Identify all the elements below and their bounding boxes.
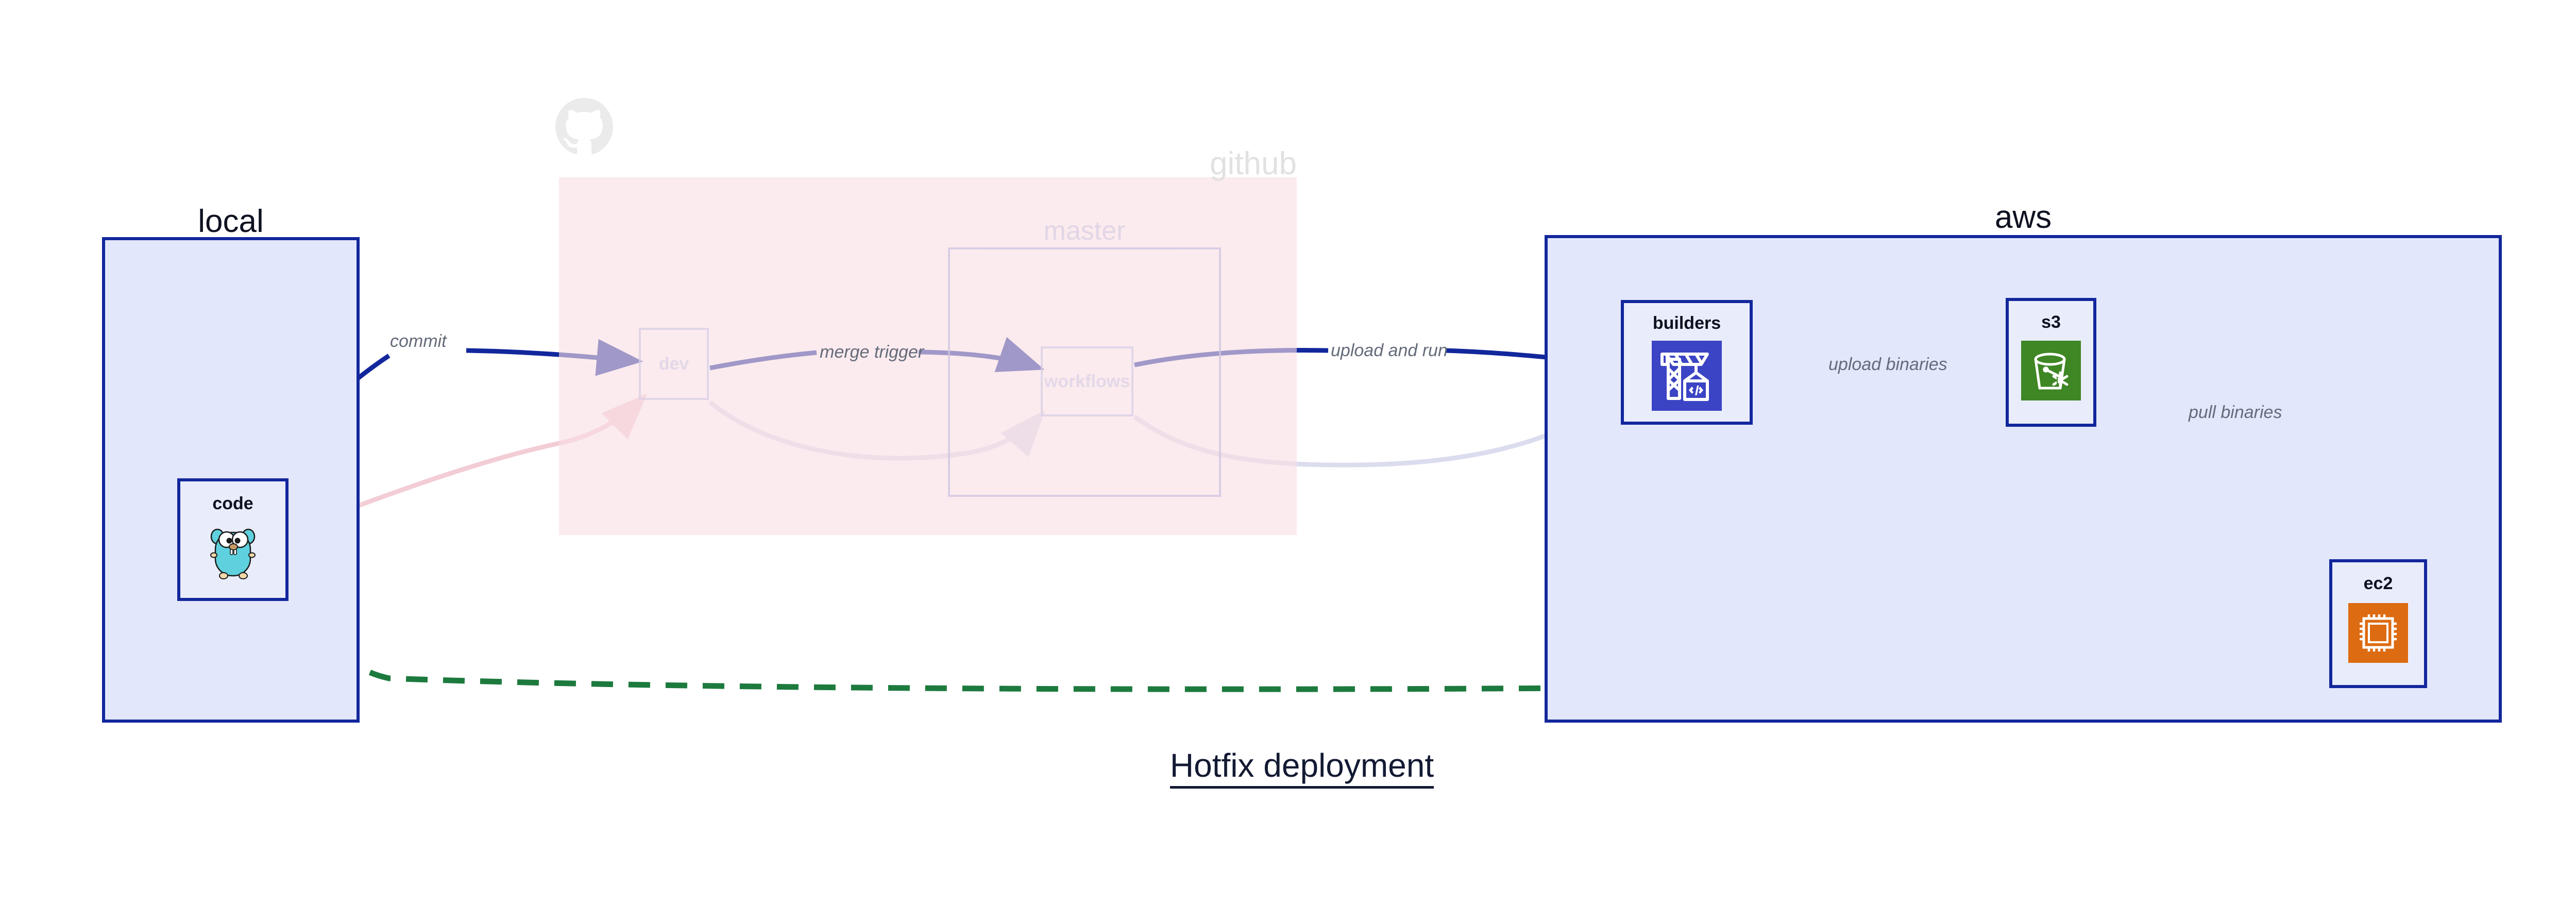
edge-label-commit: commit [390,331,447,351]
aws-ec2-chip-icon [2348,603,2408,663]
cluster-master: master [948,216,1221,497]
diagram-caption-text: Hotfix deployment [1170,747,1434,789]
node-dev[interactable]: dev [639,328,709,400]
node-ec2-label: ec2 [2363,574,2393,593]
aws-s3-glacier-icon [2021,341,2081,400]
node-ec2[interactable]: ec2 [2329,559,2427,688]
node-code-label: code [212,494,253,513]
node-s3[interactable]: s3 [2006,298,2096,427]
cluster-master-label: master [1043,216,1126,246]
node-workflows-label: workflows [1044,371,1130,391]
edge-label-upload-and-run: upload and run [1331,341,1448,360]
node-s3-label: s3 [2041,312,2061,332]
node-builders-label: builders [1652,313,1721,333]
node-dev-label: dev [658,354,689,374]
cluster-github: github [559,146,1297,535]
edge-label-upload-binaries: upload binaries [1828,355,1947,374]
node-builders[interactable]: builders [1621,300,1753,425]
diagram-caption: Hotfix deployment [0,746,2576,789]
cluster-github-label: github [1210,146,1297,181]
go-gopher-icon [204,521,262,583]
cluster-local-label: local [198,204,264,239]
github-octocat-icon [555,98,613,156]
edge-label-merge-trigger: merge trigger [820,342,924,362]
node-code[interactable]: code [177,478,289,601]
cluster-aws-label: aws [1994,199,2052,235]
aws-codebuild-icon [1652,341,1722,411]
edge-label-pull-binaries: pull binaries [2189,403,2282,422]
node-workflows[interactable]: workflows [1041,346,1133,416]
